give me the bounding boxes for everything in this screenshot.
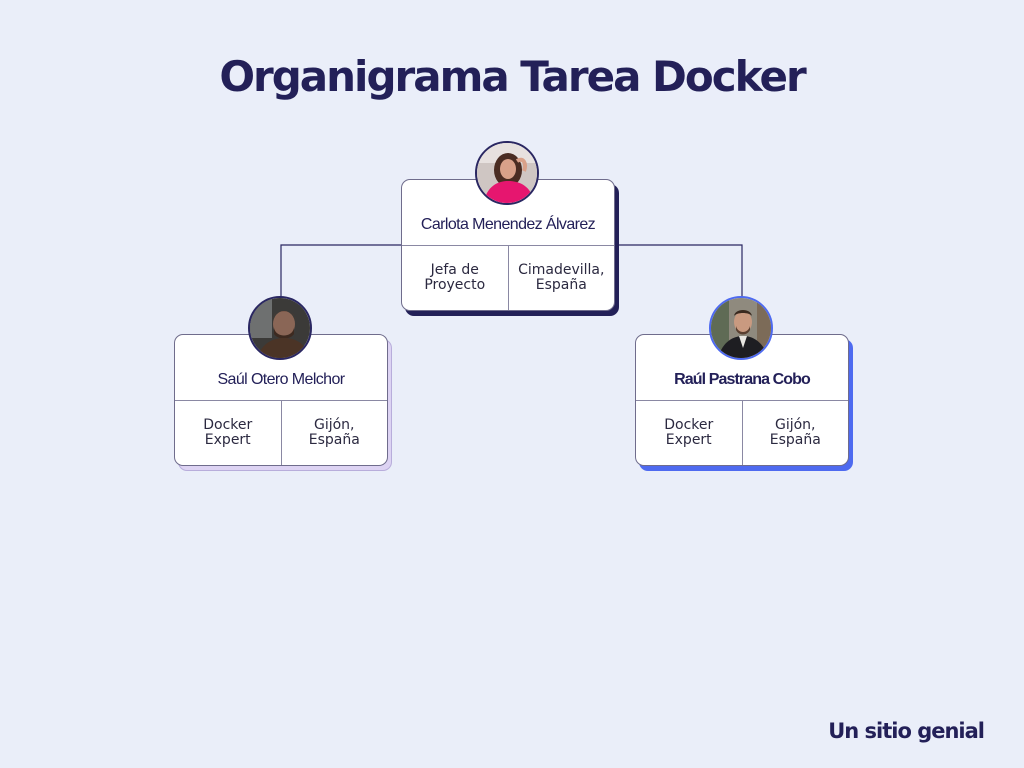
person-role: Docker Expert (664, 417, 714, 448)
person-name: Carlota Menendez Álvarez (420, 216, 596, 233)
connector-left (280, 244, 402, 298)
person-name: Raúl Pastrana Cobo (674, 371, 811, 388)
person-role: Docker Expert (203, 417, 253, 448)
person-photo-icon (477, 143, 537, 203)
avatar (709, 296, 773, 360)
person-details: Jefa de Proyecto Cimadevilla, España (402, 245, 614, 310)
person-photo-icon (711, 298, 771, 358)
avatar (248, 296, 312, 360)
person-card: Raúl Pastrana Cobo Docker Expert Gijón, … (635, 334, 849, 466)
person-role: Jefa de Proyecto (424, 262, 486, 293)
brand-logo: Un sitio genial (828, 719, 985, 743)
connector-right (616, 244, 743, 298)
page-title: Organigrama Tarea Docker (219, 52, 806, 101)
person-location: Cimadevilla, España (507, 246, 615, 310)
person-location: Gijón, España (741, 401, 849, 465)
person-photo-icon (250, 298, 310, 358)
person-details: Docker Expert Gijón, España (636, 400, 848, 465)
person-name: Saúl Otero Melchor (217, 371, 345, 388)
person-location: Gijón, España (280, 401, 388, 465)
avatar (475, 141, 539, 205)
person-details: Docker Expert Gijón, España (175, 400, 387, 465)
